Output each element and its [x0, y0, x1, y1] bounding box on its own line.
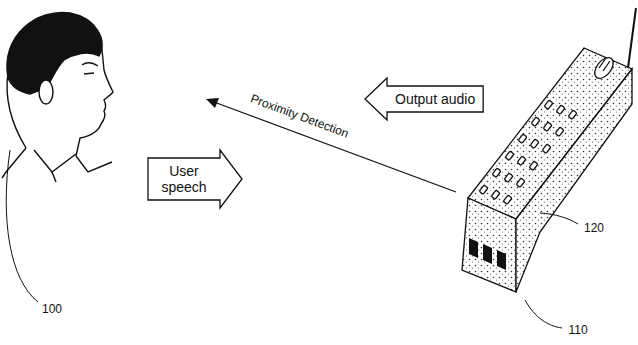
key: [529, 161, 538, 170]
callout-number: 110: [568, 323, 587, 337]
key: [517, 156, 526, 165]
arrow-text: User speech: [156, 163, 212, 195]
phone-handset: [462, 8, 636, 292]
block-arrow: Output audio: [365, 78, 483, 120]
key: [568, 110, 577, 119]
key: [531, 117, 540, 126]
key: [555, 127, 564, 136]
key: [542, 144, 551, 153]
line-label: Proximity Detection: [249, 91, 351, 140]
key: [530, 139, 539, 148]
key: [516, 178, 525, 187]
leader-lines: [6, 150, 578, 328]
key: [543, 122, 552, 131]
key: [544, 100, 553, 109]
person: [2, 12, 113, 182]
key: [504, 173, 513, 182]
key: [491, 190, 500, 199]
key: [503, 195, 512, 204]
key: [518, 134, 527, 143]
callout-number: 100: [42, 302, 62, 316]
key: [556, 105, 565, 114]
key: [505, 151, 514, 160]
arrow-text: Output audio: [395, 91, 475, 107]
block-arrow: User speech: [148, 150, 242, 208]
callout-number: 120: [584, 221, 604, 235]
key: [479, 185, 488, 194]
key: [492, 168, 501, 177]
